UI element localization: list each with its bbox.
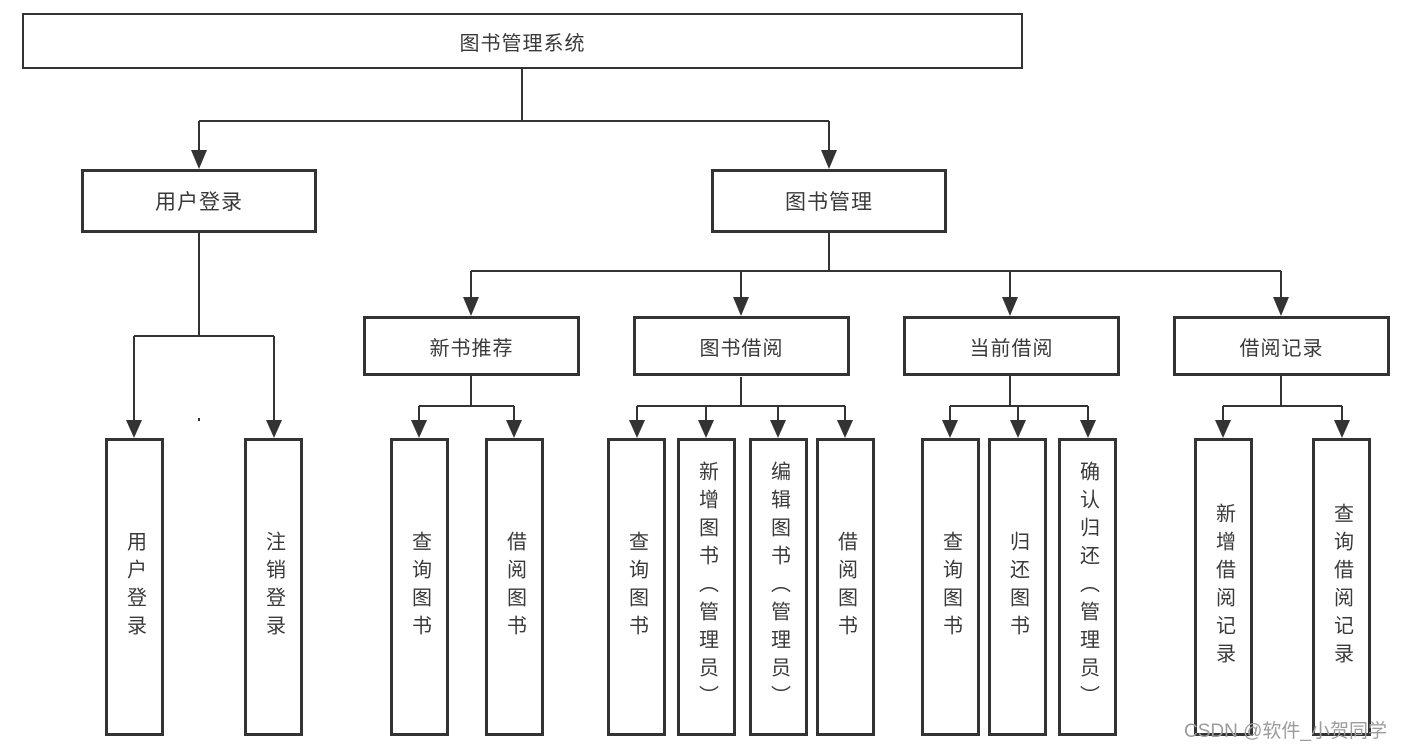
node-book-management: 图书管理 [711, 169, 947, 233]
leaf-current-return-books: 归还图书 [988, 438, 1047, 736]
leaf-record-add-label: 新增借阅记录 [1212, 503, 1235, 671]
leaf-current-query-books-label: 查询图书 [939, 531, 962, 643]
leaf-newbook-borrow-books: 借阅图书 [485, 438, 544, 736]
node-user-login: 用户登录 [81, 169, 317, 233]
leaf-user-login-label: 用户登录 [123, 531, 146, 643]
leaf-borrow-borrow-books-label: 借阅图书 [834, 531, 857, 643]
node-new-book-recommend: 新书推荐 [363, 316, 580, 376]
node-book-management-label: 图书管理 [785, 191, 873, 214]
node-borrow-record: 借阅记录 [1173, 316, 1390, 376]
connector-borrowrecord-subtree [1222, 376, 1343, 421]
leaf-record-query-label: 查询借阅记录 [1330, 503, 1353, 671]
leaf-current-confirm-return-admin-label: 确认归还（管理员） [1076, 461, 1099, 713]
connector-newbook-subtree [418, 376, 515, 421]
connector-user-login-subtree [133, 121, 275, 421]
leaf-current-confirm-return-admin: 确认归还（管理员） [1058, 438, 1117, 736]
leaf-current-return-books-label: 归还图书 [1006, 531, 1029, 643]
leaf-user-login: 用户登录 [105, 438, 164, 736]
connector-book-mgmt-to-level3 [470, 233, 1282, 298]
connector-root-to-level2 [198, 69, 830, 421]
leaf-borrow-add-books-admin: 新增图书（管理员） [677, 438, 736, 736]
leaf-newbook-query-books: 查询图书 [390, 438, 449, 736]
node-new-book-recommend-label: 新书推荐 [429, 337, 514, 360]
node-current-borrow: 当前借阅 [903, 316, 1120, 376]
node-root-label: 图书管理系统 [459, 32, 586, 55]
node-book-borrow-label: 图书借阅 [699, 337, 784, 360]
leaf-borrow-edit-books-admin-label: 编辑图书（管理员） [767, 461, 790, 713]
leaf-borrow-query-books-label: 查询图书 [625, 531, 648, 643]
leaf-logout-label: 注销登录 [262, 531, 285, 643]
node-root-library-system: 图书管理系统 [22, 13, 1023, 69]
node-user-login-label: 用户登录 [155, 191, 243, 214]
leaf-borrow-add-books-admin-label: 新增图书（管理员） [695, 461, 718, 713]
leaf-record-query: 查询借阅记录 [1312, 438, 1371, 736]
node-borrow-record-label: 借阅记录 [1239, 337, 1324, 360]
csdn-watermark: CSDN @软件_小贺同学 [1184, 721, 1387, 742]
leaf-borrow-edit-books-admin: 编辑图书（管理员） [749, 438, 808, 736]
node-book-borrow: 图书借阅 [633, 316, 850, 376]
leaf-borrow-borrow-books: 借阅图书 [816, 438, 875, 736]
leaf-current-query-books: 查询图书 [921, 438, 980, 736]
leaf-newbook-query-books-label: 查询图书 [408, 531, 431, 643]
leaf-borrow-query-books: 查询图书 [607, 438, 666, 736]
connector-bookborrow-subtree [636, 377, 846, 421]
arrowheads [126, 150, 1350, 438]
leaf-logout: 注销登录 [244, 438, 303, 736]
leaf-record-add: 新增借阅记录 [1194, 438, 1253, 736]
leaf-newbook-borrow-books-label: 借阅图书 [503, 531, 526, 643]
connector-currentborrow-subtree [949, 376, 1089, 421]
node-current-borrow-label: 当前借阅 [969, 337, 1054, 360]
